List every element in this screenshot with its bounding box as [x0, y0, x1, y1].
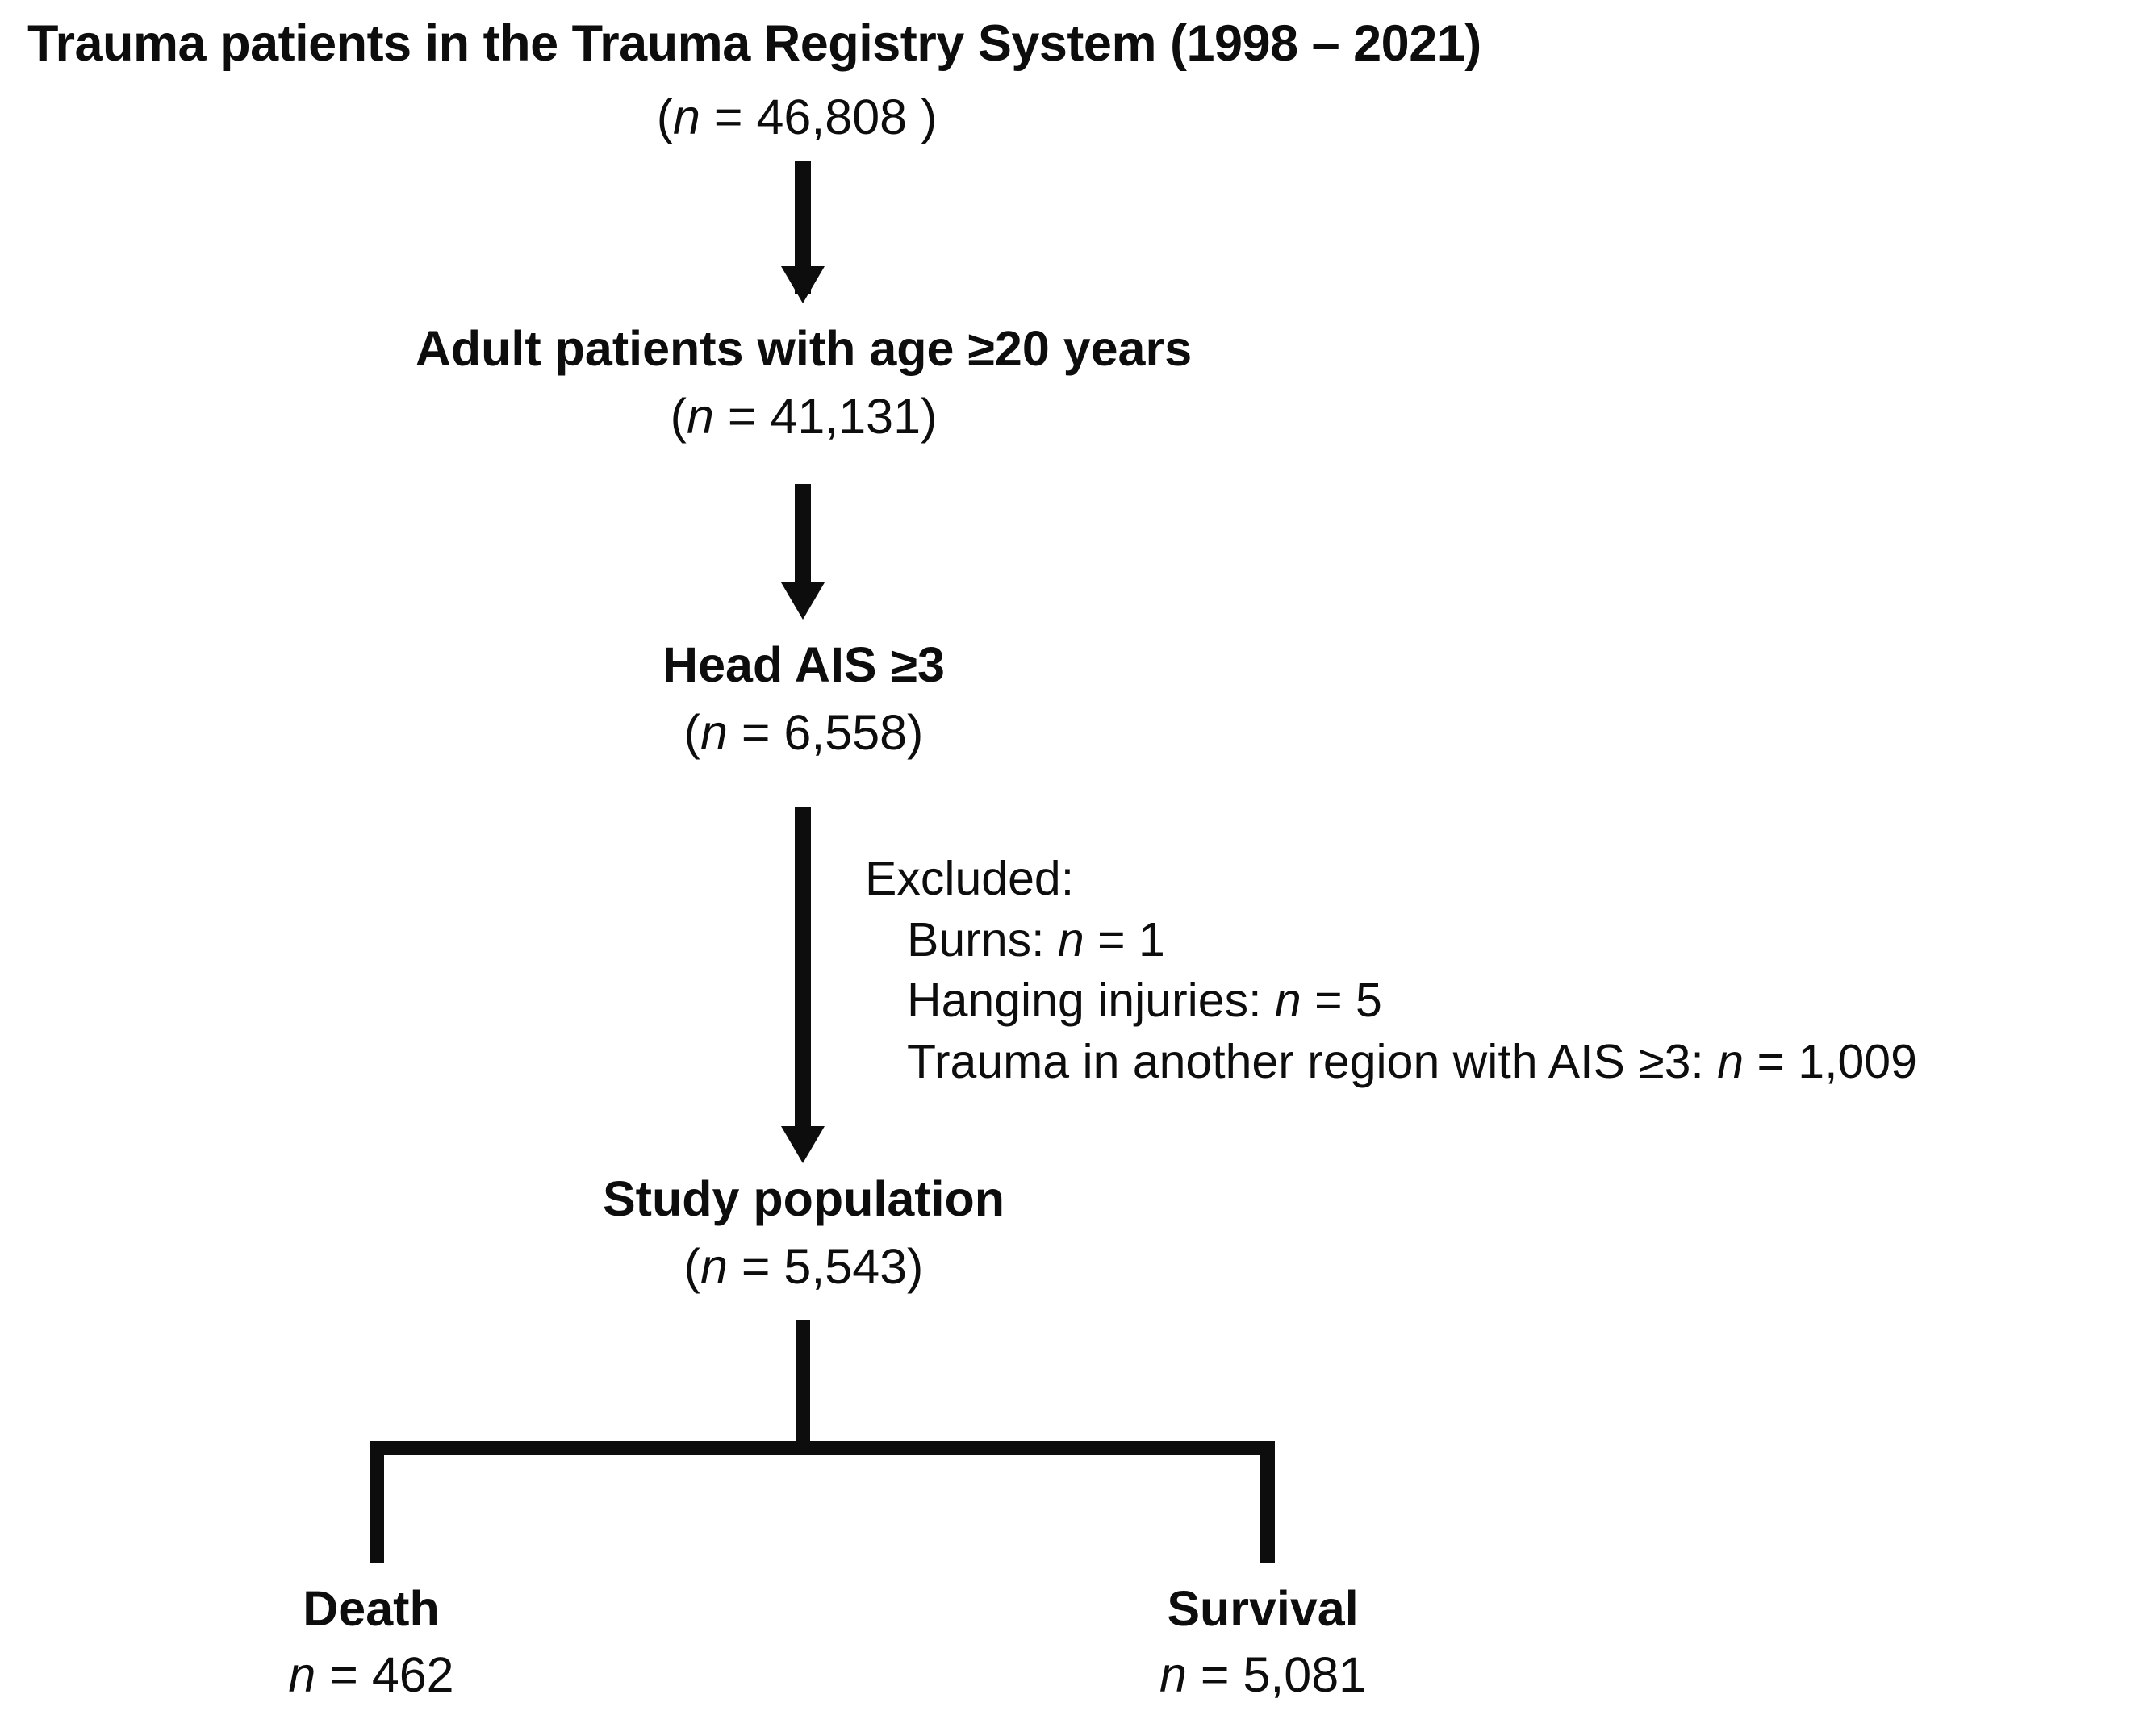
- heading-count: (n = 46,808 ): [0, 89, 1594, 145]
- excluded-item-other-region-label: Trauma in another region with AIS ≥3:: [907, 1034, 1718, 1088]
- excluded-item-burns-value: = 1: [1084, 912, 1165, 966]
- heading-count-italic-n: n: [673, 90, 700, 144]
- connector-split-stem: [796, 1320, 810, 1453]
- excluded-item-other-region-italic-n: n: [1717, 1034, 1744, 1088]
- excluded-item-hanging-label: Hanging injuries:: [907, 974, 1275, 1028]
- node-head-ais-count: (n = 6,558): [0, 705, 1607, 760]
- node-study-population-count-prefix: (: [683, 1239, 700, 1295]
- connector-arrow-1-head: [781, 266, 825, 303]
- node-survival-count-rest: = 5,081: [1186, 1647, 1367, 1703]
- excluded-item-burns-italic-n: n: [1057, 912, 1084, 966]
- connector-arrow-1-shaft: [795, 161, 811, 294]
- node-head-ais-title: Head AIS ≥3: [662, 637, 945, 692]
- node-adult-count-rest: = 41,131): [713, 389, 938, 444]
- node-study-population-count: (n = 5,543): [0, 1239, 1607, 1294]
- node-death-count: n = 462: [65, 1647, 678, 1702]
- excluded-item-hanging-italic-n: n: [1274, 974, 1301, 1028]
- node-death-count-italic-n: n: [288, 1647, 316, 1703]
- node-adult-patients: Adult patients with age ≥20 years (n = 4…: [0, 321, 1607, 444]
- node-adult-count-prefix: (: [670, 389, 687, 444]
- excluded-item-burns-label: Burns:: [907, 912, 1058, 966]
- node-head-ais-count-rest: = 6,558): [727, 705, 924, 761]
- heading-count-rest: = 46,808 ): [700, 90, 938, 144]
- connector-split-bar: [370, 1441, 1275, 1455]
- node-head-ais-count-italic-n: n: [700, 705, 728, 761]
- node-adult-count: (n = 41,131): [0, 389, 1607, 444]
- node-death: Death n = 462: [65, 1581, 678, 1703]
- node-adult-title: Adult patients with age ≥20 years: [415, 321, 1193, 376]
- node-death-count-rest: = 462: [315, 1647, 454, 1703]
- excluded-item-burns: Burns: n = 1: [907, 910, 1917, 971]
- node-survival-title: Survival: [1167, 1581, 1359, 1636]
- page-title: Trauma patients in the Trauma Registry S…: [27, 15, 1481, 72]
- connector-arrow-3-shaft: [795, 807, 811, 1129]
- excluded-list: Excluded: Burns: n = 1 Hanging injuries:…: [865, 849, 1917, 1092]
- node-study-population-count-italic-n: n: [700, 1239, 728, 1295]
- node-survival: Survival n = 5,081: [956, 1581, 1569, 1703]
- excluded-item-other-region-value: = 1,009: [1744, 1034, 1917, 1088]
- node-study-population-count-rest: = 5,543): [727, 1239, 924, 1295]
- connector-arrow-3-head: [781, 1126, 825, 1163]
- connector-split-right-drop: [1260, 1441, 1275, 1563]
- node-adult-count-italic-n: n: [686, 389, 714, 444]
- connector-arrow-2-head: [781, 582, 825, 620]
- node-survival-count-italic-n: n: [1159, 1647, 1187, 1703]
- connector-arrow-2-shaft: [795, 484, 811, 585]
- heading-count-prefix: (: [656, 90, 674, 144]
- excluded-heading: Excluded:: [865, 852, 1075, 905]
- connector-split-left-drop: [370, 1441, 384, 1563]
- node-head-ais-count-prefix: (: [683, 705, 700, 761]
- excluded-item-hanging: Hanging injuries: n = 5: [907, 970, 1917, 1032]
- node-study-population-title: Study population: [602, 1171, 1005, 1226]
- node-survival-count: n = 5,081: [956, 1647, 1569, 1702]
- node-head-ais: Head AIS ≥3 (n = 6,558): [0, 637, 1607, 761]
- excluded-item-hanging-value: = 5: [1301, 974, 1382, 1028]
- excluded-item-other-region: Trauma in another region with AIS ≥3: n …: [907, 1032, 1917, 1093]
- node-death-title: Death: [303, 1581, 440, 1636]
- node-study-population: Study population (n = 5,543): [0, 1171, 1607, 1295]
